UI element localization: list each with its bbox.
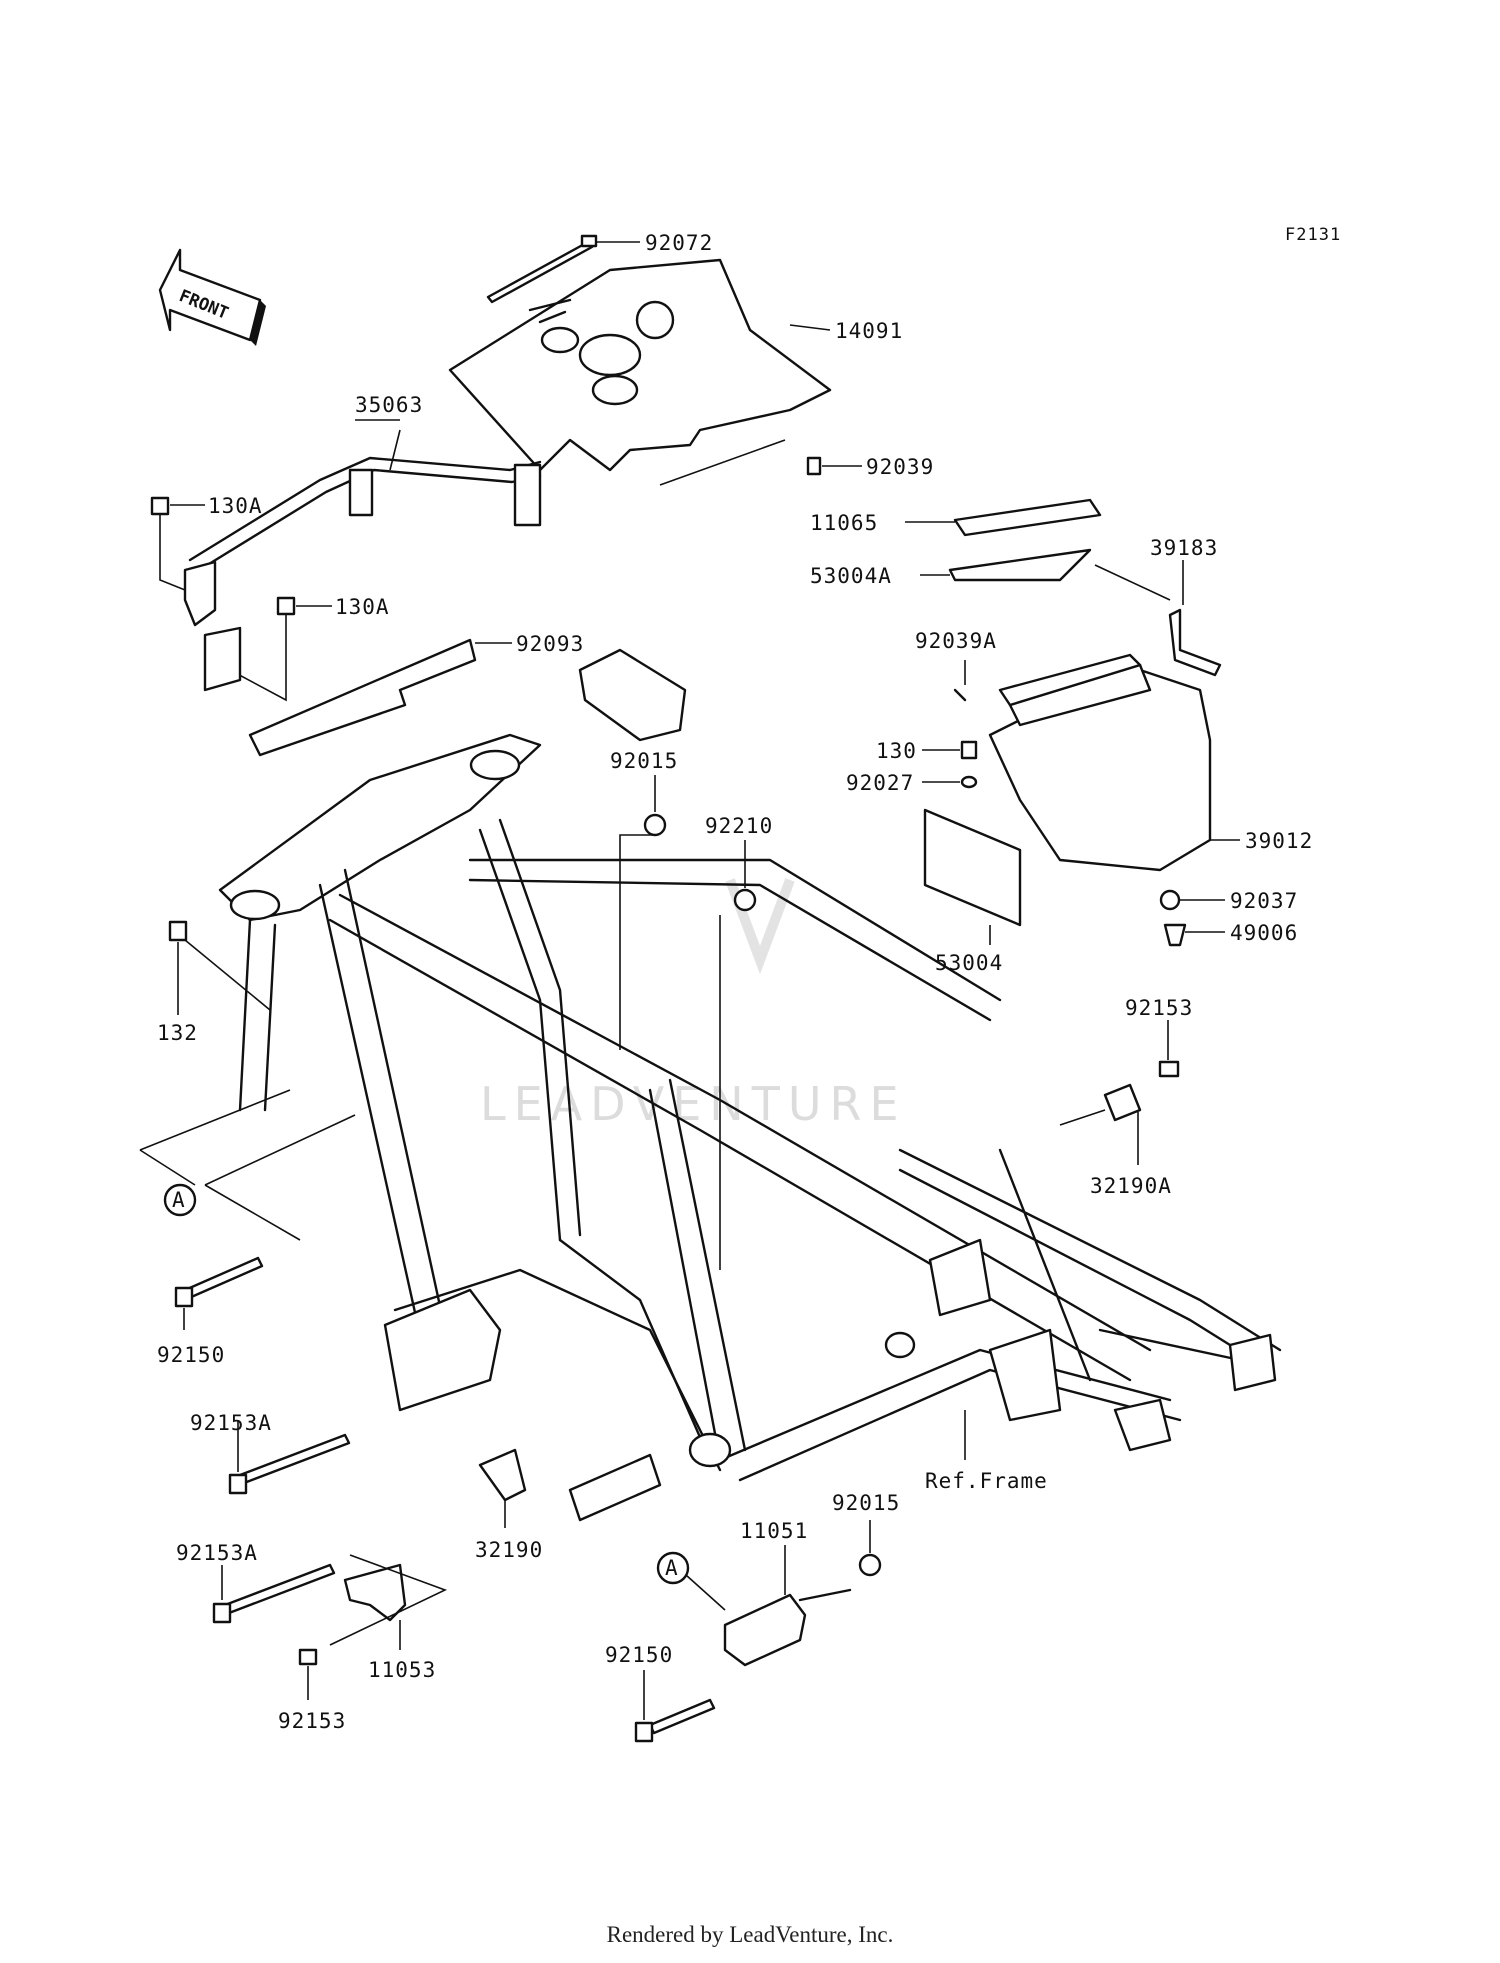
label-92039a: 92039A xyxy=(915,629,997,653)
bolt-92153a-2[interactable]: 92153A xyxy=(176,1541,336,1624)
label-92093: 92093 xyxy=(516,632,584,656)
label-11065: 11065 xyxy=(810,511,878,535)
strap-92072[interactable]: 92072 xyxy=(486,231,713,304)
footer-credit: Rendered by LeadVenture, Inc. xyxy=(606,1922,894,1947)
case-39012[interactable]: 39012 xyxy=(988,653,1313,872)
bolt-92153-bottom[interactable]: 92153 xyxy=(278,1648,346,1733)
label-32190a: 32190A xyxy=(1090,1174,1172,1198)
bracket-39183[interactable]: 39183 xyxy=(1094,536,1222,677)
callout-a-bottom[interactable]: A xyxy=(656,1551,726,1611)
pad-92093[interactable]: 92093 xyxy=(248,632,584,757)
front-arrow-icon: FRONT xyxy=(158,248,266,346)
label-49006: 49006 xyxy=(1230,921,1298,945)
bolt-92153-right[interactable]: 92153 xyxy=(1125,996,1193,1078)
gasket-53004a[interactable]: 53004A xyxy=(810,548,1092,588)
center-mount xyxy=(578,648,687,742)
label-11053: 11053 xyxy=(368,1658,436,1682)
bolt-130[interactable]: 130 xyxy=(876,739,978,763)
callout-a-left[interactable]: A xyxy=(139,1089,356,1241)
bolt-130a-2[interactable]: 130A xyxy=(229,595,390,702)
label-11051: 11051 xyxy=(740,1519,808,1543)
nut-92210[interactable]: 92210 xyxy=(705,814,773,1270)
guard-14091[interactable]: 14091 xyxy=(448,258,903,486)
label-92015-top: 92015 xyxy=(610,749,678,773)
figure-code: F2131 xyxy=(1285,225,1341,245)
label-92072: 92072 xyxy=(645,231,713,255)
label-92027: 92027 xyxy=(846,771,914,795)
label-92210: 92210 xyxy=(705,814,773,838)
label-92153a-2: 92153A xyxy=(176,1541,258,1565)
label-92153-bottom: 92153 xyxy=(278,1709,346,1733)
label-130a-2: 130A xyxy=(335,595,390,619)
label-92153a-1: 92153A xyxy=(190,1411,272,1435)
bolt-92153a-1[interactable]: 92153A xyxy=(190,1411,351,1495)
bolt-132[interactable]: 132 xyxy=(157,920,271,1045)
plate-32190a[interactable]: 32190A xyxy=(1059,1083,1172,1198)
label-39183: 39183 xyxy=(1150,536,1218,560)
label-14091: 14091 xyxy=(835,319,903,343)
mount-block xyxy=(203,626,242,692)
bolt-92150-left[interactable]: 92150 xyxy=(157,1256,264,1367)
callout-a-left-letter: A xyxy=(172,1188,186,1212)
plug-49006[interactable]: 49006 xyxy=(1163,921,1298,947)
clamp-92037[interactable]: 92037 xyxy=(1159,889,1298,913)
label-92153-right: 92153 xyxy=(1125,996,1193,1020)
ref-frame-label: Ref.Frame xyxy=(925,1469,1048,1493)
label-130a-1: 130A xyxy=(208,494,263,518)
sheet-53004[interactable]: 53004 xyxy=(923,808,1022,975)
bolt-92150-bottom[interactable]: 92150 xyxy=(605,1643,716,1743)
callout-a-bottom-letter: A xyxy=(665,1556,679,1580)
cover-11065[interactable]: 11065 xyxy=(810,498,1102,537)
label-53004: 53004 xyxy=(935,951,1003,975)
bracket-11051[interactable]: 11051 xyxy=(723,1519,852,1667)
plate-32190[interactable]: 32190 xyxy=(475,1448,543,1562)
label-53004a: 53004A xyxy=(810,564,892,588)
label-92039: 92039 xyxy=(866,455,934,479)
label-39012: 39012 xyxy=(1245,829,1313,853)
nut-92015-top[interactable]: 92015 xyxy=(610,749,678,1050)
label-32190: 32190 xyxy=(475,1538,543,1562)
bolt-92039[interactable]: 92039 xyxy=(806,455,934,479)
label-132: 132 xyxy=(157,1021,198,1045)
label-92150-bottom: 92150 xyxy=(605,1643,673,1667)
main-frame: Ref.Frame xyxy=(218,648,1282,1522)
label-35063: 35063 xyxy=(355,393,423,417)
bolt-130a-1[interactable]: 130A xyxy=(150,494,263,591)
label-130: 130 xyxy=(876,739,917,763)
bracket-35063[interactable]: 35063 xyxy=(183,393,542,627)
label-92037: 92037 xyxy=(1230,889,1298,913)
nut-92015-bottom[interactable]: 92015 xyxy=(832,1491,900,1577)
label-92150-left: 92150 xyxy=(157,1343,225,1367)
label-92015-bottom: 92015 xyxy=(832,1491,900,1515)
screw-92039a[interactable]: 92039A xyxy=(915,629,997,702)
washer-92027[interactable]: 92027 xyxy=(846,771,978,795)
bracket-11053[interactable]: 11053 xyxy=(329,1554,448,1682)
